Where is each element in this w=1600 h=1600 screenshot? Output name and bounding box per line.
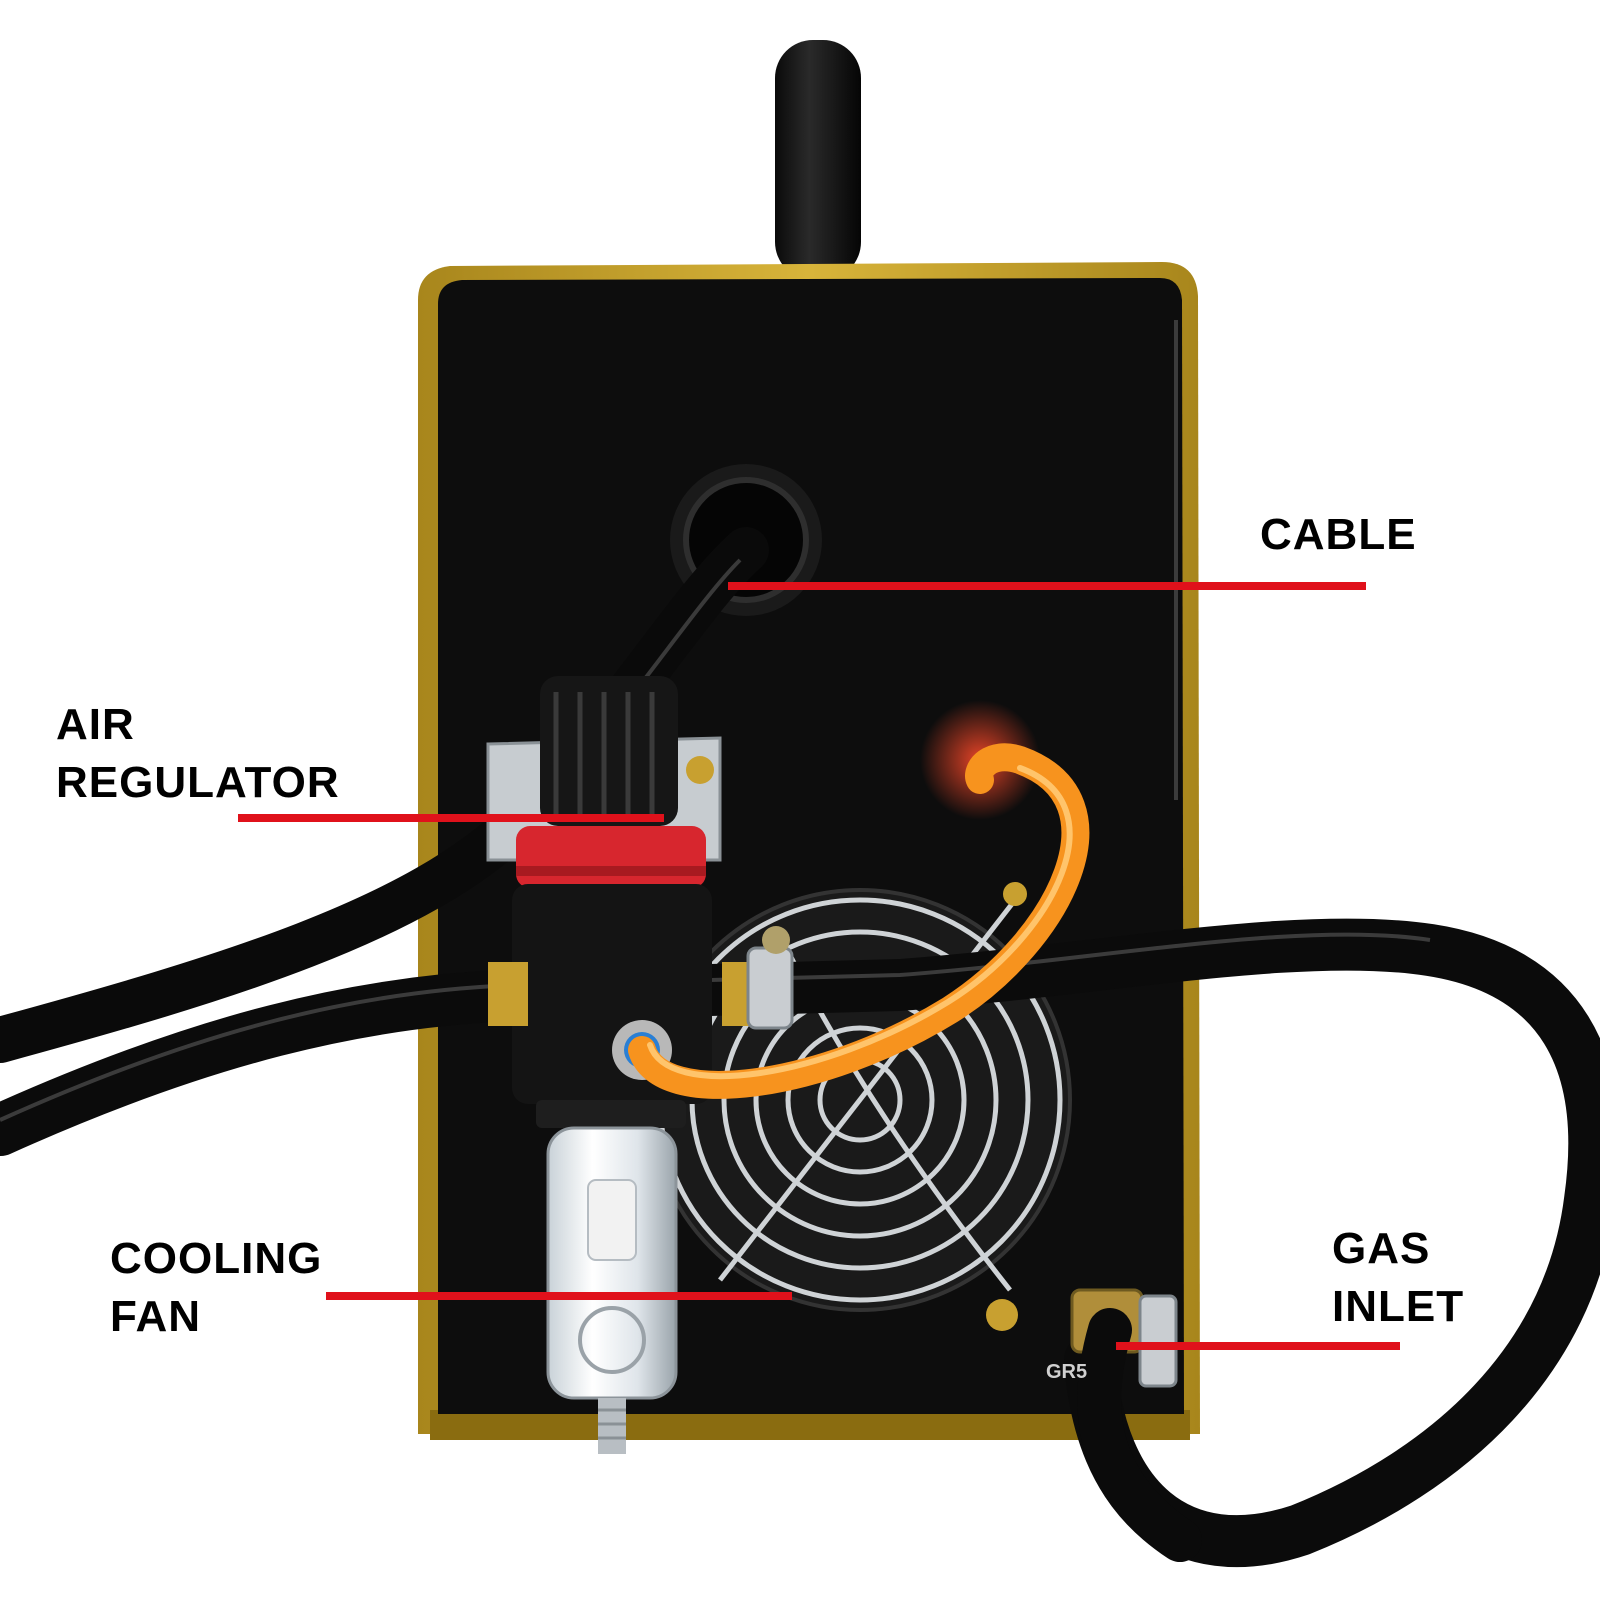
label-line: GAS xyxy=(1332,1224,1431,1273)
label-line: AIR xyxy=(56,700,135,749)
label-line: COOLING xyxy=(110,1234,323,1283)
screw-icon xyxy=(1003,882,1027,906)
label-cooling-fan: COOLING FAN xyxy=(110,1230,322,1346)
callout-lines xyxy=(238,582,1400,1350)
panel-marking: GR5 xyxy=(1046,1361,1087,1383)
label-gas-inlet: GAS INLET xyxy=(1332,1220,1464,1336)
top-handle xyxy=(775,40,861,280)
hose-clamp-icon xyxy=(746,926,794,1030)
label-line: INLET xyxy=(1332,1282,1465,1331)
label-line: FAN xyxy=(110,1292,201,1341)
label-air-regulator: AIR REGULATOR xyxy=(56,696,340,812)
gas-inlet-fitting xyxy=(1070,1288,1202,1562)
label-cable: CABLE xyxy=(1260,506,1417,564)
screw-icon xyxy=(986,1299,1018,1331)
label-line: REGULATOR xyxy=(56,758,340,807)
air-tube xyxy=(628,743,1090,1099)
label-line: CABLE xyxy=(1260,510,1417,559)
air-regulator xyxy=(486,676,762,1454)
